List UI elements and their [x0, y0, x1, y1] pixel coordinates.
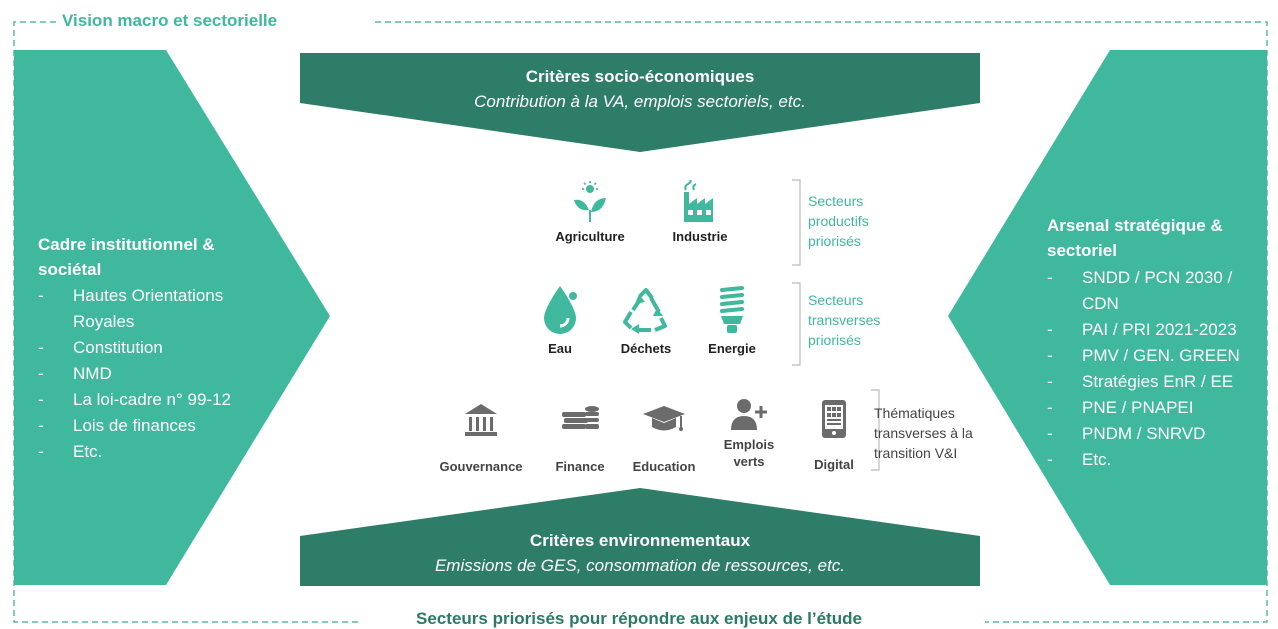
left-panel-title: Cadre institutionnel & sociétal	[38, 235, 215, 279]
sector-eau: Eau	[500, 284, 620, 357]
note-line: Thématiques	[874, 405, 955, 421]
agriculture-icon	[574, 181, 606, 222]
list-item: Constitution	[38, 335, 278, 361]
note-line: productifs	[808, 213, 869, 229]
note-line: transition V&I	[874, 445, 958, 461]
top-banner-title: Critères socio-économiques	[525, 67, 755, 86]
note-line: Secteurs	[808, 193, 864, 209]
note-line: transverses à la	[874, 425, 973, 441]
tablet-icon	[822, 400, 846, 438]
coins-icon	[562, 406, 599, 429]
thematic-label: Emplois verts	[723, 437, 775, 469]
factory-icon	[684, 180, 713, 222]
right-panel-title: Arsenal stratégique & sectoriel	[1047, 216, 1223, 260]
brackets	[792, 179, 880, 471]
transverse-note: Secteurs transverses priorisés	[808, 290, 880, 350]
bulb-icon	[720, 286, 744, 333]
list-item: SNDD / PCN 2030 / CDN	[1047, 265, 1272, 317]
recycle-icon	[623, 288, 667, 334]
list-item: NMD	[38, 361, 278, 387]
thematic-finance: Finance	[520, 400, 640, 475]
list-item: Etc.	[38, 439, 278, 465]
add-person-icon	[731, 399, 767, 430]
productive-note: Secteurs productifs priorisés	[808, 191, 869, 251]
top-banner-shape	[300, 53, 980, 152]
water-drop-icon	[544, 286, 577, 334]
list-item: Etc.	[1047, 447, 1272, 473]
thematic-label: Digital	[814, 457, 854, 472]
sector-agriculture: Agriculture	[530, 180, 650, 245]
note-line: Secteurs	[808, 292, 864, 308]
thematic-note: Thématiques transverses à la transition …	[874, 403, 973, 463]
thematic-gouvernance: Gouvernance	[421, 400, 541, 475]
sector-label: Eau	[548, 341, 572, 356]
sector-label: Energie	[708, 341, 756, 356]
thematic-label: Finance	[555, 459, 605, 474]
list-item: PAI / PRI 2021-2023	[1047, 317, 1272, 343]
bottom-banner-subtitle: Emissions de GES, consommation de ressou…	[434, 556, 846, 575]
thematic-label: Gouvernance	[439, 459, 523, 474]
thematic-label: Education	[632, 459, 696, 474]
right-panel-list: SNDD / PCN 2030 / CDN PAI / PRI 2021-202…	[1047, 265, 1272, 473]
list-item: La loi-cadre n° 99-12	[38, 387, 278, 413]
sector-label: Industrie	[672, 229, 728, 244]
list-item: Lois de finances	[38, 413, 278, 439]
sector-label: Agriculture	[555, 229, 625, 244]
list-item: PNE / PNAPEI	[1047, 395, 1272, 421]
note-line: transverses	[808, 312, 881, 328]
sector-industrie: Industrie	[640, 180, 760, 245]
list-item: PMV / GEN. GREEN	[1047, 343, 1272, 369]
frame-title: Vision macro et sectorielle	[62, 11, 278, 30]
sector-energie: Energie	[672, 284, 792, 357]
thematic-emplois-verts: Emplois verts	[689, 396, 809, 470]
note-line: priorisés	[808, 332, 861, 348]
list-item: PNDM / SNRVD	[1047, 421, 1272, 447]
list-item: Stratégies EnR / EE	[1047, 369, 1272, 395]
bottom-banner-title: Critères environnementaux	[529, 531, 751, 550]
sector-label: Déchets	[620, 341, 672, 356]
bottom-banner-shape	[300, 488, 980, 586]
bottom-title: Secteurs priorisés pour répondre aux enj…	[416, 609, 862, 628]
graduation-cap-icon	[643, 406, 685, 431]
left-panel-list: Hautes Orientations Royales Constitution…	[38, 283, 278, 465]
bottom-banner: Critères environnementaux Emissions de G…	[300, 528, 980, 578]
institution-icon	[465, 404, 497, 436]
note-line: priorisés	[808, 233, 861, 249]
sector-dechets: Déchets	[586, 288, 706, 357]
thematic-digital: Digital	[774, 398, 894, 473]
top-banner-subtitle: Contribution à la VA, emplois sectoriels…	[474, 92, 806, 111]
thematic-education: Education	[604, 400, 724, 475]
top-banner: Critères socio-économiques Contribution …	[300, 64, 980, 114]
list-item: Hautes Orientations Royales	[38, 283, 278, 335]
